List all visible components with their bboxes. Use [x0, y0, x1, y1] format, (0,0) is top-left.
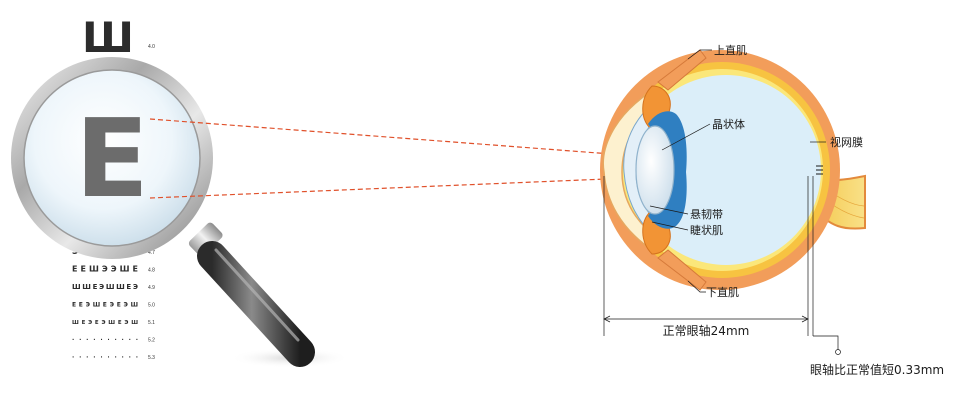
label-zonule: 悬韧带 — [690, 208, 723, 221]
chart-top-value: 4.0 — [148, 44, 155, 50]
chart-row-value: 5.3 — [148, 355, 155, 361]
label-short-axis: 眼轴比正常值短0.33mm — [810, 362, 944, 377]
label-ciliary-muscle: 睫状肌 — [690, 223, 723, 237]
eye-labels: 上直肌 晶状体 视网膜 悬韧带 睫状肌 下直肌 — [690, 43, 863, 299]
chart-rows: ЭШЕЕЭШЭ4.7ЕЕШЭЭШЕ4.8ШШЕЭШШЕЭ4.9ЕЕЭШЕЭЕЭШ… — [72, 247, 155, 361]
magnifier-collar — [188, 222, 223, 256]
chart-row-letters: ЕЕЭШЕЭЕЭШ — [72, 302, 138, 309]
chart-row-letters: ·········· — [72, 354, 138, 361]
chart-row-letters: ЕЕШЭЭШЕ — [72, 265, 138, 274]
leader-lines — [649, 49, 826, 293]
chart-row-letters: ШШЕЭШШЕЭ — [72, 283, 138, 291]
chart-row-value: 4.7 — [148, 250, 155, 256]
superior-rectus-muscle — [657, 49, 707, 91]
chart-row-value: 5.1 — [148, 320, 155, 326]
magnified-letter: E — [75, 97, 149, 222]
axis-measurement — [603, 176, 841, 355]
label-normal-axis: 正常眼轴24mm — [663, 323, 750, 338]
magnifier: E — [11, 57, 350, 368]
chart-row-value: 4.9 — [148, 285, 155, 291]
label-lens: 晶状体 — [712, 117, 745, 131]
focus-point-icon — [816, 165, 823, 175]
chart-row-value: 4.8 — [148, 268, 155, 274]
chart-row-value: 5.0 — [148, 303, 155, 309]
label-inferior-rectus: 下直肌 — [706, 285, 739, 299]
eye-cross-section — [600, 49, 866, 291]
chart-top-letter: Ш — [82, 13, 134, 62]
chart-row-letters: ·········· — [72, 337, 138, 344]
magnifier-glass — [23, 69, 201, 247]
inferior-rectus-muscle — [657, 249, 707, 291]
magnifier-handle — [197, 241, 315, 367]
label-retina: 视网膜 — [830, 135, 863, 149]
lens — [635, 125, 675, 215]
label-superior-rectus: 上直肌 — [714, 43, 747, 57]
chart-row-value: 5.2 — [148, 338, 155, 344]
chart-row-letters: ШЕЭЕЭШЕЭШ — [72, 320, 138, 326]
